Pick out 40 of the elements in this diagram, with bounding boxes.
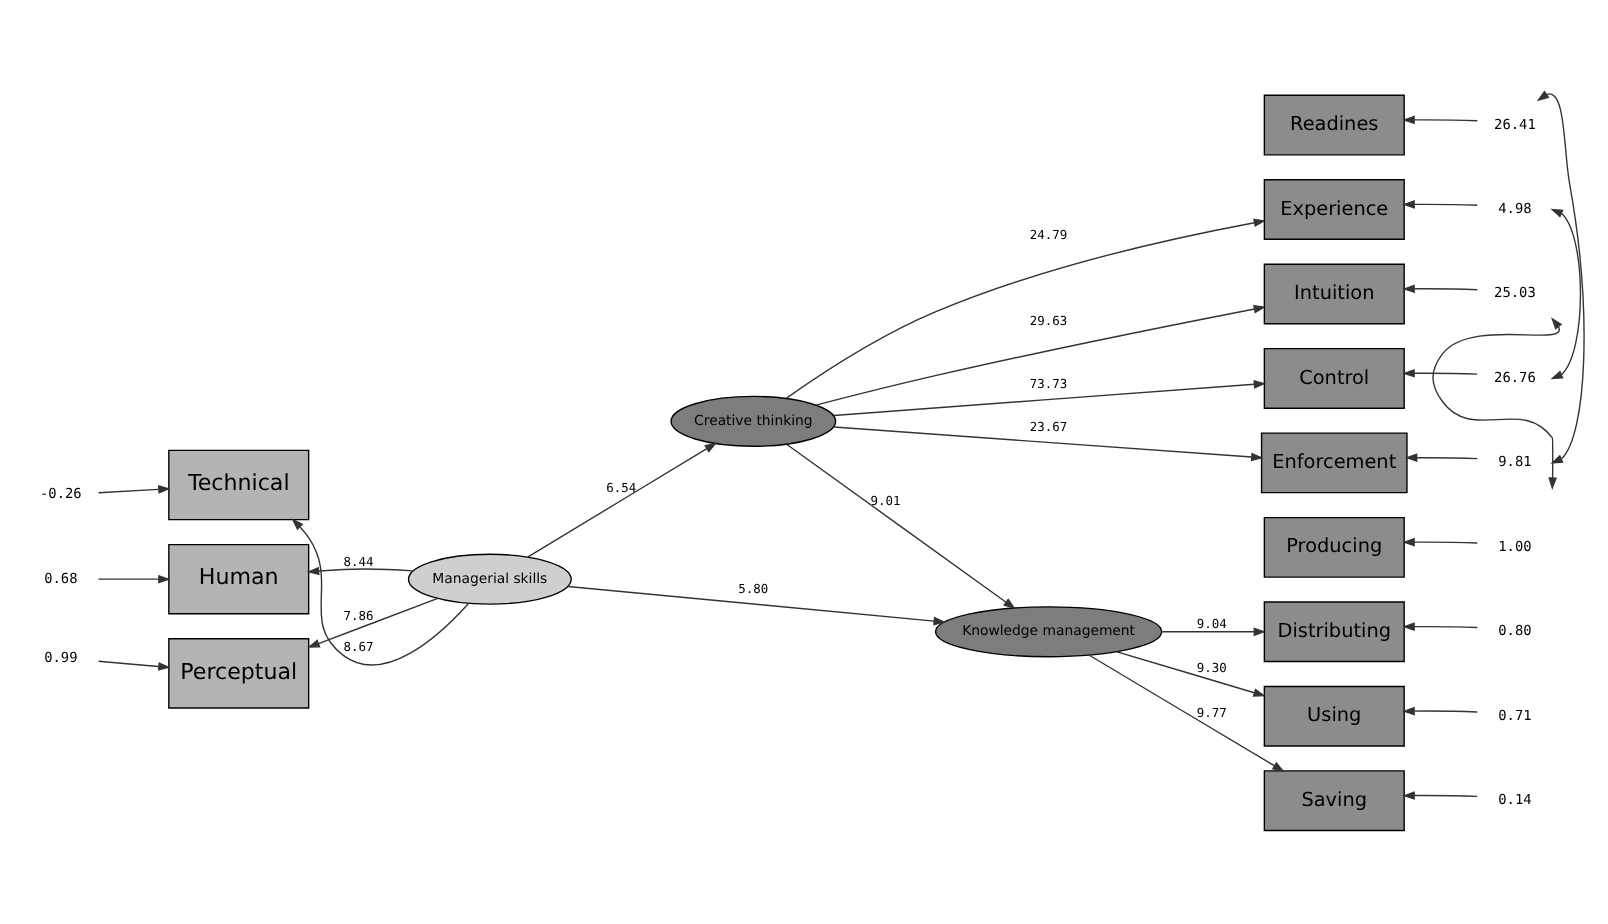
arrow	[1402, 284, 1478, 294]
node-box: Distributing	[1263, 601, 1405, 663]
node-box: Human	[168, 543, 310, 615]
arrow	[1432, 317, 1563, 490]
arrow	[833, 426, 1264, 462]
arrow	[307, 597, 439, 648]
arrow	[527, 442, 718, 558]
arrow	[1088, 654, 1285, 772]
arrow	[785, 218, 1267, 399]
arrow	[1550, 208, 1582, 380]
node-box: Using	[1263, 685, 1405, 747]
node-box: Intuition	[1263, 263, 1405, 325]
arrow	[97, 574, 171, 584]
arrow	[1402, 200, 1478, 209]
arrow	[1404, 453, 1479, 463]
arrow	[97, 485, 171, 494]
arrow	[291, 518, 470, 666]
arrow	[1402, 622, 1478, 631]
arrow	[785, 443, 1016, 610]
arrow	[1402, 368, 1478, 378]
node-box: Experience	[1263, 179, 1405, 240]
arrow	[1402, 115, 1478, 125]
arrow	[306, 566, 414, 576]
arrow	[567, 585, 946, 626]
node-box: Producing	[1263, 516, 1405, 578]
arrow	[1536, 90, 1585, 464]
node-box: Readines	[1263, 94, 1405, 156]
arrow	[1402, 537, 1478, 547]
node-box: Enforcement	[1260, 432, 1408, 494]
node-box: Technical	[168, 449, 310, 521]
node-box: Perceptual	[168, 638, 310, 709]
arrow	[815, 304, 1267, 406]
arrow	[1116, 651, 1266, 697]
node-box: Control	[1263, 348, 1405, 409]
arrow	[1402, 706, 1478, 716]
arrow	[1402, 791, 1478, 800]
node-box: Saving	[1263, 770, 1405, 832]
arrow	[97, 660, 171, 671]
arrow	[1161, 627, 1267, 637]
arrow	[833, 379, 1267, 417]
